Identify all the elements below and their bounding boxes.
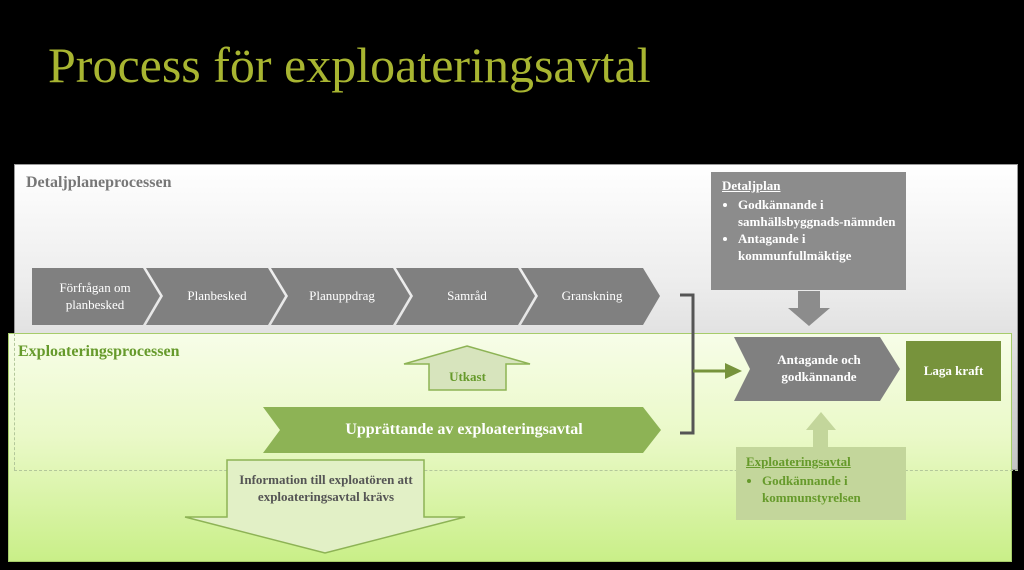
chevron-planbesked[interactable] xyxy=(146,268,285,325)
upprattande-label: Upprättande av exploateringsavtal xyxy=(345,420,583,438)
chevron-granskning[interactable] xyxy=(521,268,660,325)
detaljplan-box-heading: Detaljplan xyxy=(722,178,781,193)
exploateringsavtal-box xyxy=(736,447,906,520)
panel-overlap-divider-vertical xyxy=(14,333,15,470)
laga-kraft-label: Laga kraft xyxy=(923,362,984,378)
exploateringsavtal-box-heading: Exploateringsavtal xyxy=(746,454,851,469)
chevron-planuppdrag[interactable] xyxy=(271,268,410,325)
detaljplan-item-antagande: Antagande i kommunfullmäktige xyxy=(738,231,900,265)
information-label: Information till exploatören att exploat… xyxy=(239,472,413,504)
information-arrow[interactable] xyxy=(184,459,466,554)
up-arrow-exploatering xyxy=(806,412,836,447)
detaljplan-box-content: Detaljplan Godkännande i samhällsbyggnad… xyxy=(722,178,900,264)
step-planbesked-label: Planbesked xyxy=(187,288,247,304)
bracket-connector xyxy=(680,293,695,435)
step-planuppdrag-label: Planuppdrag xyxy=(309,288,375,304)
exploateringsavtal-item-godkannande: Godkännande i kommunstyrelsen xyxy=(762,473,904,507)
upprattande-chevron[interactable] xyxy=(263,407,661,453)
detaljplaneprocessen-label: Detaljplaneprocessen xyxy=(26,174,172,191)
page-title: Process för exploateringsavtal xyxy=(48,37,651,93)
chevron-forfragan[interactable] xyxy=(32,268,160,325)
connector-arrowhead xyxy=(725,363,742,379)
step-granskning-label: Granskning xyxy=(561,288,623,304)
exploateringsavtal-box-content: Exploateringsavtal Godkännande i kommuns… xyxy=(746,454,904,507)
utkast-label: Utkast xyxy=(449,368,486,384)
detaljplan-item-godkannande: Godkännande i samhällsbyggnads-nämnden xyxy=(738,197,900,231)
panel-overlap-divider xyxy=(14,470,1018,471)
detaljplan-box xyxy=(711,172,906,290)
chevron-samrad[interactable] xyxy=(396,268,535,325)
step-samrad-label: Samråd xyxy=(447,288,487,304)
antagande-label: Antagande och godkännande xyxy=(777,352,861,384)
step-forfragan-label: Förfrågan om planbesked xyxy=(59,280,131,312)
exploateringsprocessen-label: Exploateringsprocessen xyxy=(18,343,180,360)
chevron-antagande[interactable] xyxy=(734,337,900,401)
utkast-arrow[interactable] xyxy=(403,345,531,391)
laga-kraft-box[interactable] xyxy=(906,341,1001,401)
down-arrow-detaljplan xyxy=(788,291,830,326)
